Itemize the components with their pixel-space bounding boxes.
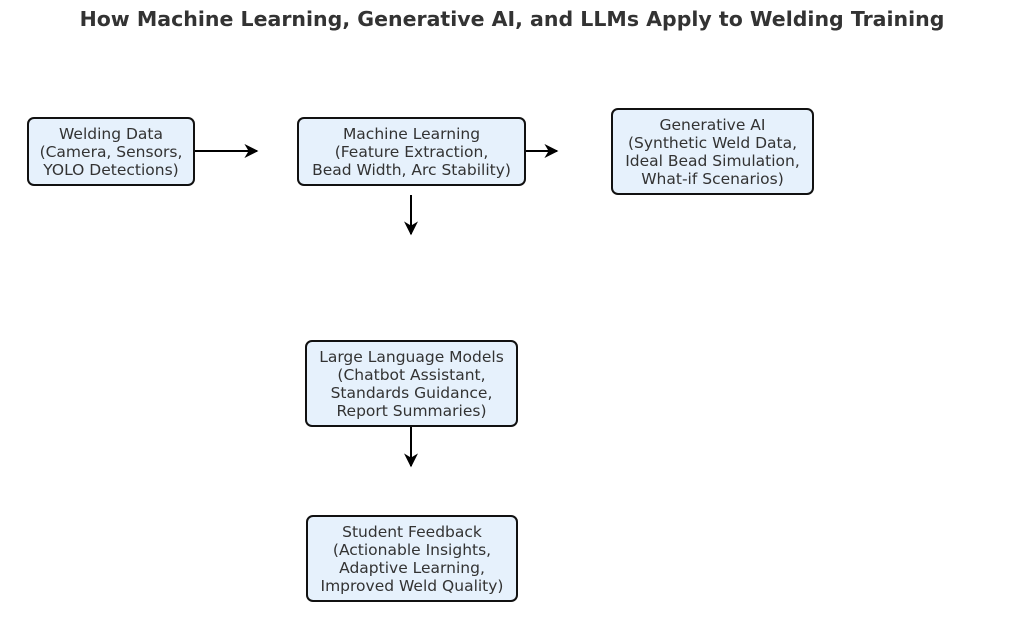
node-large-language-models: Large Language Models (Chatbot Assistant… [305, 340, 518, 427]
node-label-line: Standards Guidance, [330, 383, 493, 402]
node-label-line: (Actionable Insights, [332, 540, 492, 559]
node-label-line: Large Language Models [319, 347, 504, 366]
node-student-feedback: Student Feedback (Actionable Insights, A… [306, 515, 518, 602]
node-label-line: (Feature Extraction, [334, 142, 489, 161]
node-label-line: Improved Weld Quality) [320, 576, 504, 595]
node-label-line: (Chatbot Assistant, [337, 365, 486, 384]
node-label-line: (Camera, Sensors, [39, 142, 183, 161]
node-label-line: Welding Data [58, 124, 163, 143]
node-label-line: Bead Width, Arc Stability) [312, 160, 511, 179]
node-generative-ai: Generative AI (Synthetic Weld Data, Idea… [611, 108, 814, 195]
node-label-line: Ideal Bead Simulation, [625, 151, 800, 170]
diagram-title: How Machine Learning, Generative AI, and… [79, 7, 945, 31]
node-welding-data: Welding Data (Camera, Sensors, YOLO Dete… [27, 117, 195, 186]
node-machine-learning: Machine Learning (Feature Extraction, Be… [297, 117, 526, 186]
node-label-line: Report Summaries) [336, 401, 487, 420]
node-label-line: Machine Learning [342, 124, 481, 143]
node-label-line: Student Feedback [342, 522, 482, 541]
node-label-line: YOLO Detections) [43, 160, 179, 179]
node-label-line: What-if Scenarios) [641, 169, 784, 188]
node-label-line: Adaptive Learning, [339, 558, 485, 577]
node-label-line: (Synthetic Weld Data, [627, 133, 798, 152]
node-label-line: Generative AI [659, 115, 766, 134]
